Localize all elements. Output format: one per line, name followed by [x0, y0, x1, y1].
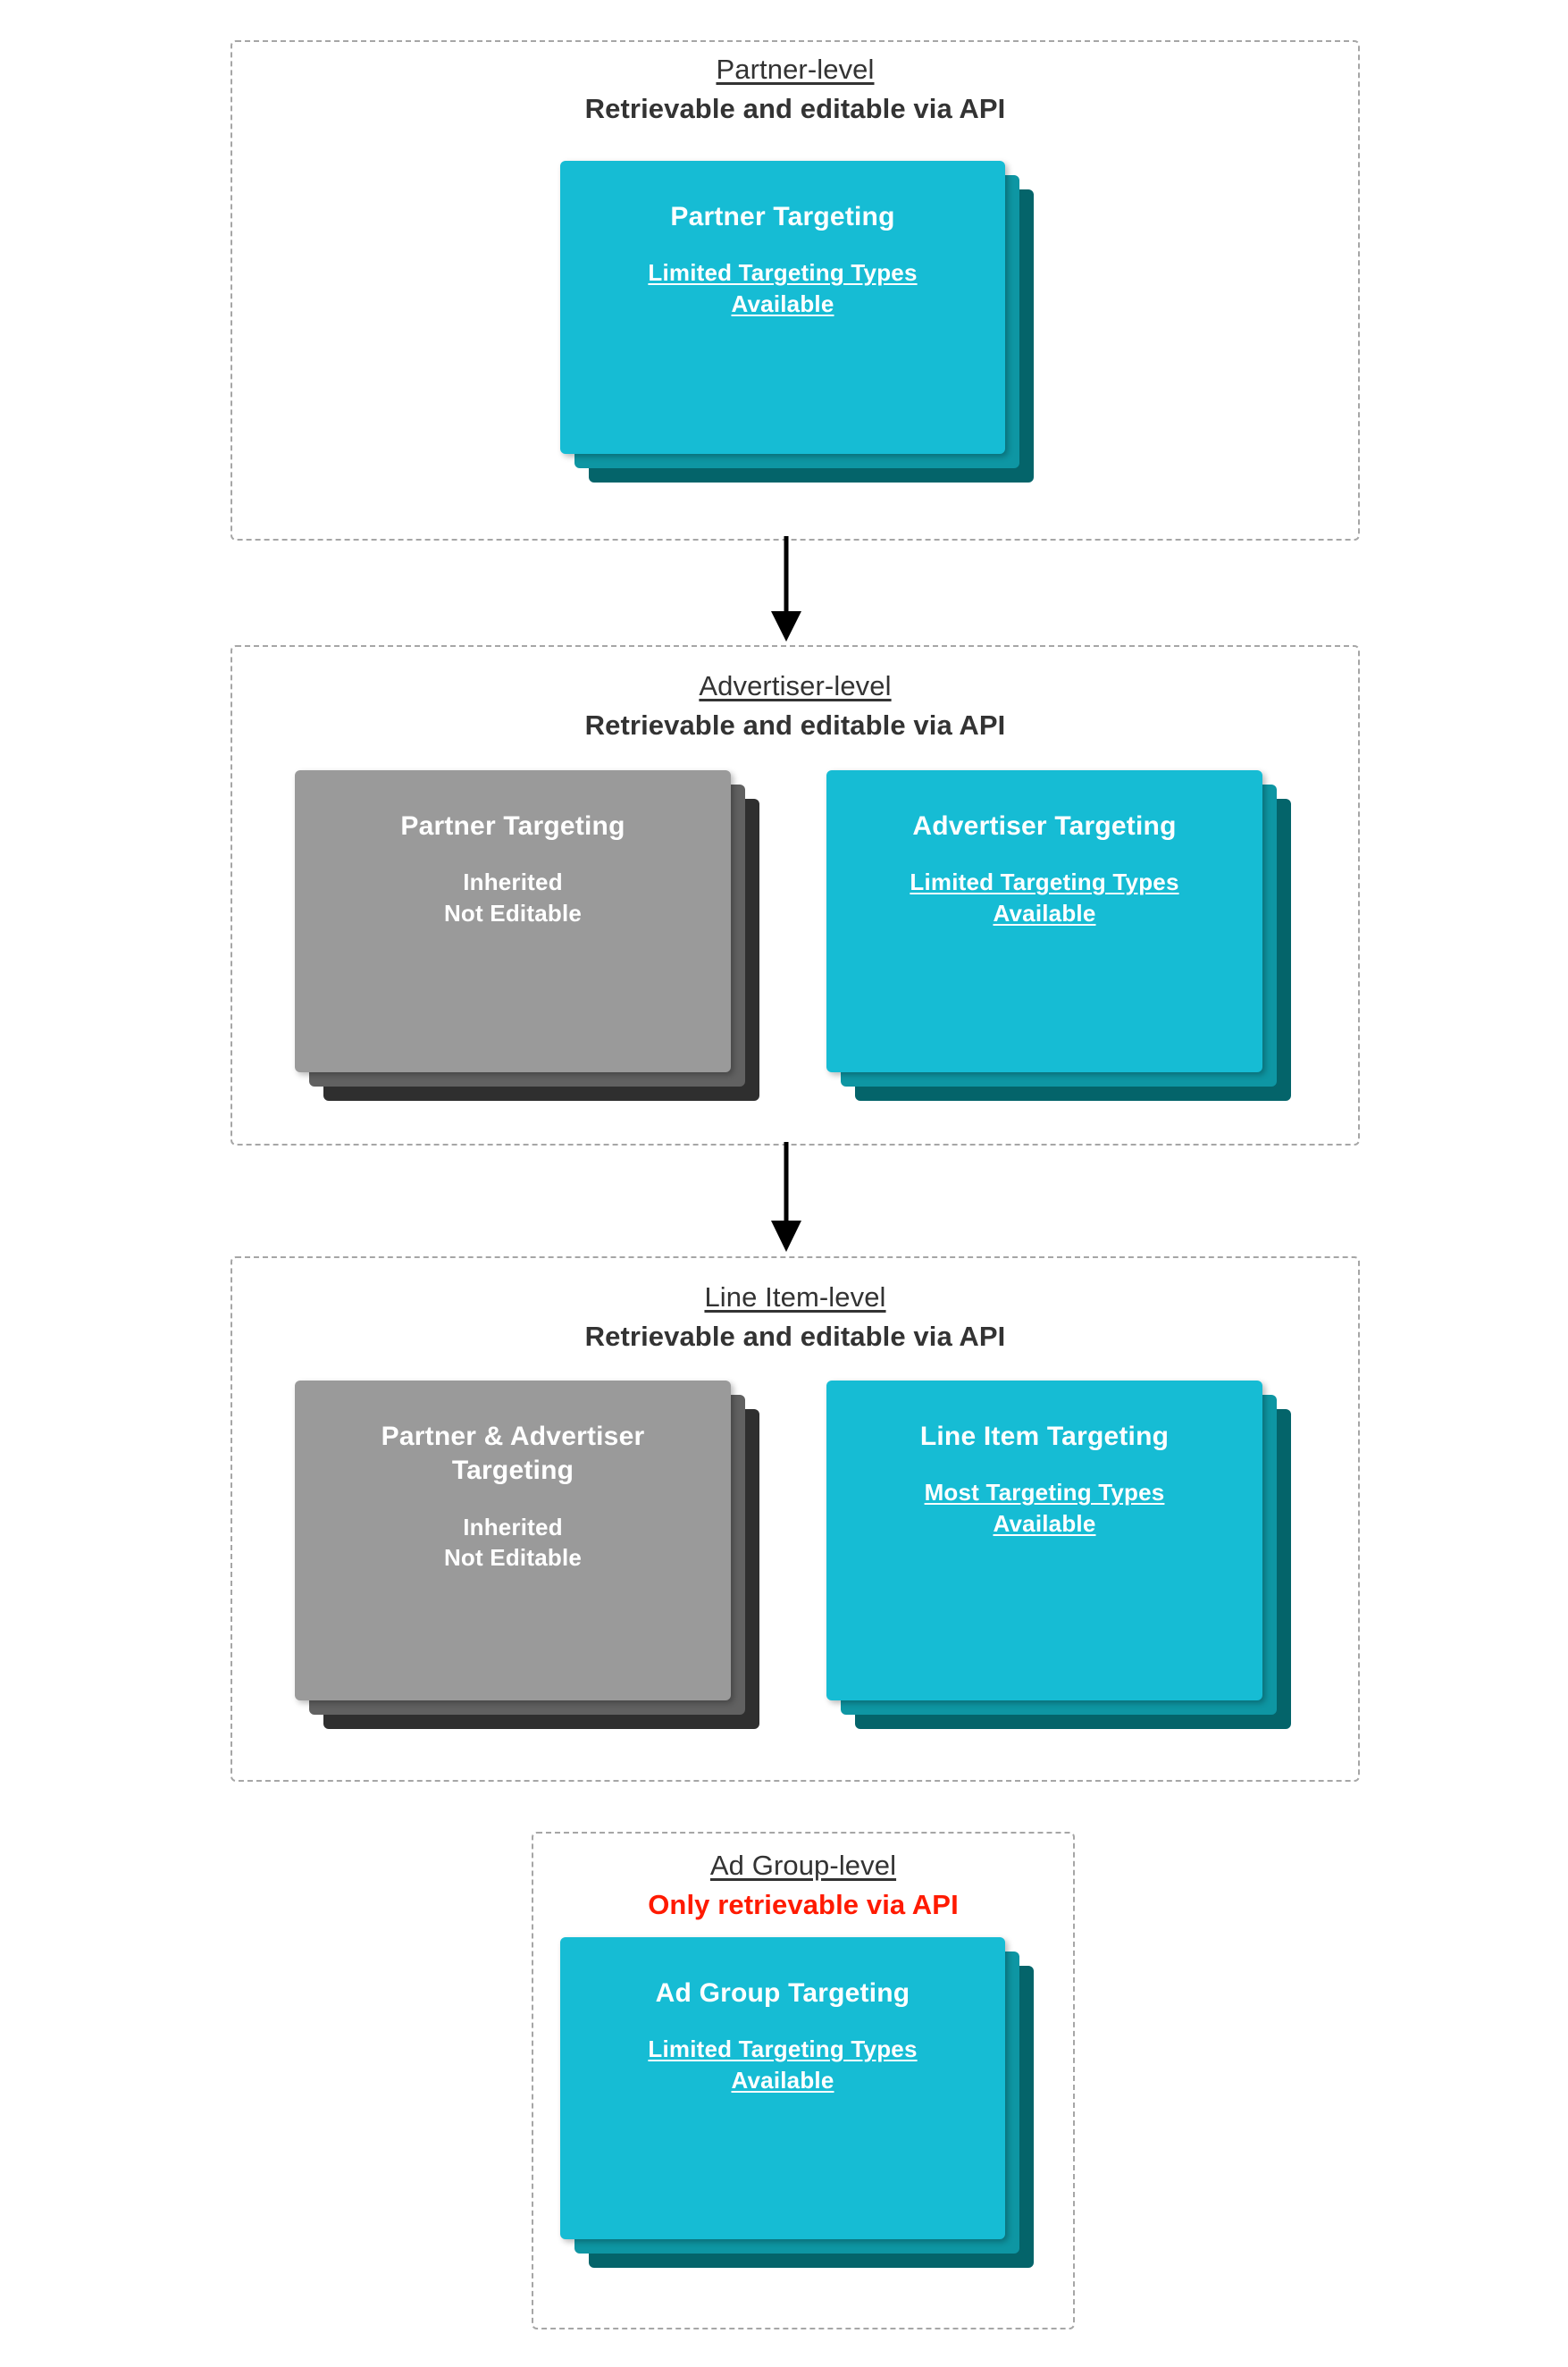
card-title: Partner Targeting — [670, 202, 895, 231]
level-box-advertiser — [231, 645, 1360, 1146]
level-heading-partner: Partner-level Retrievable and editable v… — [231, 52, 1360, 126]
level-title-partner: Partner-level — [716, 54, 875, 85]
card-layer-front[interactable]: Partner Targeting Inherited Not Editable — [295, 770, 731, 1072]
card-stack-partner-targeting[interactable]: Partner Targeting Limited Targeting Type… — [560, 161, 1034, 483]
level-box-partner — [231, 40, 1360, 541]
card-note: Inherited Not Editable — [444, 1512, 582, 1574]
card-title: Line Item Targeting — [919, 1422, 1170, 1451]
card-title: Ad Group Targeting — [655, 1978, 910, 2008]
card-layer-front[interactable]: Partner Targeting Limited Targeting Type… — [560, 161, 1005, 454]
card-stack-line-item-inherited[interactable]: Partner & Advertiser Targeting Inherited… — [295, 1381, 768, 1747]
card-stack-advertiser-inherited-partner[interactable]: Partner Targeting Inherited Not Editable — [295, 770, 768, 1119]
arrow-partner-to-advertiser — [771, 536, 801, 642]
level-subtitle-advertiser: Retrievable and editable via API — [584, 709, 1006, 741]
card-note-line-1: Most Targeting Types — [924, 1479, 1165, 1507]
card-note-line-1: Limited Targeting Types — [648, 2035, 918, 2063]
card-note: Inherited Not Editable — [444, 867, 582, 928]
card-note: Limited Targeting Types Available — [648, 2034, 917, 2095]
level-subtitle-ad-group: Only retrievable via API — [648, 1888, 959, 1920]
card-title: Partner Targeting — [400, 811, 625, 841]
card-layer-front[interactable]: Partner & Advertiser Targeting Inherited… — [295, 1381, 731, 1700]
card-stack-ad-group-targeting[interactable]: Ad Group Targeting Limited Targeting Typ… — [560, 1937, 1034, 2286]
level-subtitle-partner: Retrievable and editable via API — [584, 92, 1006, 124]
card-note: Most Targeting Types Available — [925, 1477, 1165, 1539]
card-stack-line-item-targeting[interactable]: Line Item Targeting Most Targeting Types… — [826, 1381, 1300, 1747]
card-title: Partner & Advertiser Targeting — [381, 1422, 645, 1486]
level-box-line-item — [231, 1256, 1360, 1782]
level-heading-advertiser: Advertiser-level Retrievable and editabl… — [231, 668, 1360, 743]
card-note-line-1: Inherited — [463, 1513, 563, 1540]
card-note-line-2: Available — [993, 1509, 1096, 1537]
level-box-ad-group — [532, 1832, 1075, 2329]
card-title: Advertiser Targeting — [912, 811, 1177, 841]
card-note-line-1: Limited Targeting Types — [648, 259, 918, 287]
level-subtitle-line-item: Retrievable and editable via API — [584, 1320, 1006, 1352]
card-note-line-2: Not Editable — [443, 1544, 583, 1572]
card-note: Limited Targeting Types Available — [910, 867, 1178, 928]
card-note-line-2: Available — [731, 2066, 834, 2094]
card-note-line-2: Available — [993, 899, 1096, 927]
card-note-line-2: Available — [731, 290, 834, 317]
card-note: Limited Targeting Types Available — [648, 257, 917, 319]
card-note-line-1: Limited Targeting Types — [910, 869, 1179, 896]
card-layer-front[interactable]: Ad Group Targeting Limited Targeting Typ… — [560, 1937, 1005, 2239]
card-layer-front[interactable]: Line Item Targeting Most Targeting Types… — [826, 1381, 1262, 1700]
level-heading-line-item: Line Item-level Retrievable and editable… — [231, 1280, 1360, 1354]
card-stack-advertiser-targeting[interactable]: Advertiser Targeting Limited Targeting T… — [826, 770, 1300, 1119]
card-note-line-2: Not Editable — [443, 899, 583, 927]
level-title-advertiser: Advertiser-level — [699, 670, 892, 701]
level-title-line-item: Line Item-level — [704, 1281, 886, 1313]
level-heading-ad-group: Ad Group-level Only retrievable via API — [532, 1848, 1075, 1922]
card-layer-front[interactable]: Advertiser Targeting Limited Targeting T… — [826, 770, 1262, 1072]
level-title-ad-group: Ad Group-level — [709, 1850, 897, 1881]
arrow-advertiser-to-line-item — [771, 1142, 801, 1252]
card-note-line-1: Inherited — [463, 869, 563, 896]
